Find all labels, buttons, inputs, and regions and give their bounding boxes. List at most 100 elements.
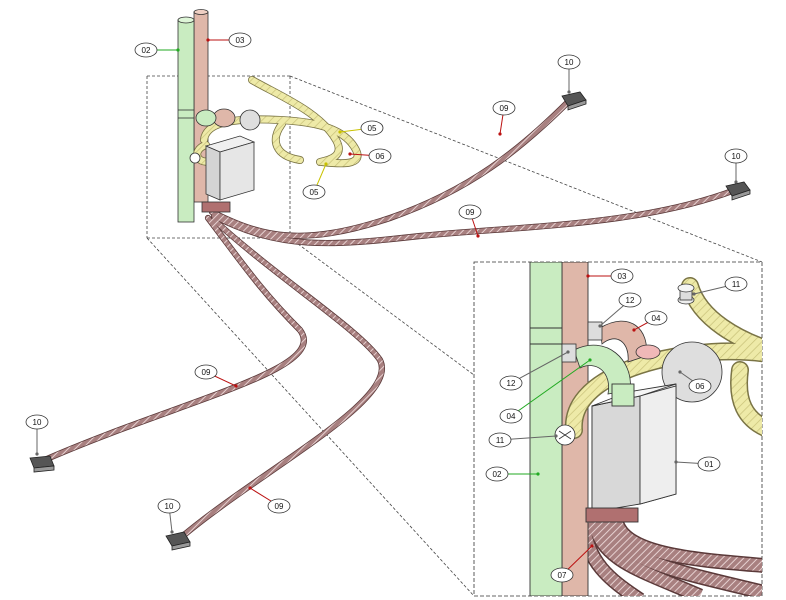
callout-text: 09 xyxy=(466,208,475,217)
callout-bubble xyxy=(458,204,482,220)
callout-bubble xyxy=(134,42,158,58)
callout-text: 05 xyxy=(310,188,319,197)
callout-text: 09 xyxy=(500,104,509,113)
callout-dtag-07: 07 xyxy=(550,567,574,583)
flex-ducts-detail xyxy=(576,517,762,596)
leader-tip-tag-10b xyxy=(734,180,738,184)
callout-tag-10b: 10 xyxy=(724,148,748,164)
callout-dtag-12a: 12 xyxy=(618,292,642,308)
callout-bubble xyxy=(368,148,392,164)
callout-bubble xyxy=(360,120,384,136)
leader-dtag-04b xyxy=(510,359,591,417)
callout-text: 09 xyxy=(202,368,211,377)
leader-tip-dtag-12a xyxy=(598,324,602,328)
terminal-box-icon xyxy=(725,181,751,201)
callout-dtag-06: 06 xyxy=(688,378,712,394)
callout-text: 12 xyxy=(507,379,516,388)
leader-tip-dtag-12b xyxy=(566,350,570,354)
callout-dtag-12b: 12 xyxy=(499,375,523,391)
mvhr-unit xyxy=(585,383,677,523)
callout-tag-09c: 09 xyxy=(194,364,218,380)
callout-bubble xyxy=(688,378,712,394)
leader-tip-tag-10c xyxy=(35,452,39,456)
callout-bubble xyxy=(488,432,512,448)
callout-bubble xyxy=(492,100,516,116)
leader-tip-dtag-02 xyxy=(536,472,540,476)
callout-bubble xyxy=(610,268,634,284)
leader-tip-tag-10d xyxy=(170,530,174,534)
callout-dtag-04a: 04 xyxy=(644,310,668,326)
callout-bubble xyxy=(267,498,291,514)
callout-bubble xyxy=(644,310,668,326)
leader-tip-tag-09d xyxy=(248,486,252,490)
leader-tip-tag-02 xyxy=(176,48,180,52)
leader-tip-tag-05a xyxy=(338,130,342,134)
leader-tip-tag-09b xyxy=(476,234,480,238)
leader-tip-dtag-11a xyxy=(692,292,696,296)
callout-dtag-02: 02 xyxy=(485,466,509,482)
terminal-box-icon xyxy=(165,531,191,551)
leader-tip-tag-03 xyxy=(206,38,210,42)
callout-text: 10 xyxy=(165,502,174,511)
callout-dtag-11a: 11 xyxy=(724,276,748,292)
louvre-grille-icon xyxy=(554,424,576,446)
callout-bubble xyxy=(25,414,49,430)
leader-tip-dtag-07 xyxy=(590,544,594,548)
callout-bubble xyxy=(557,54,581,70)
mvhr-unit-overview xyxy=(189,108,261,213)
callout-bubble xyxy=(618,292,642,308)
callout-tag-10d: 10 xyxy=(157,498,181,514)
callout-text: 04 xyxy=(507,412,516,421)
callout-bubble xyxy=(157,498,181,514)
callout-tag-09a: 09 xyxy=(492,100,516,116)
callout-tag-02: 02 xyxy=(134,42,158,58)
callout-text: 10 xyxy=(565,58,574,67)
callout-dtag-04b: 04 xyxy=(499,408,523,424)
callout-text: 07 xyxy=(558,571,567,580)
callout-bubble xyxy=(499,375,523,391)
detail-view xyxy=(473,261,763,597)
callout-text: 06 xyxy=(376,152,385,161)
callout-bubble xyxy=(724,276,748,292)
callout-bubble xyxy=(194,364,218,380)
louvre-grille-icon xyxy=(189,152,201,164)
callout-bubble xyxy=(228,32,252,48)
overview-group xyxy=(29,9,763,597)
callout-text: 10 xyxy=(732,152,741,161)
leader-tip-dtag-03 xyxy=(586,274,590,278)
callout-tag-06: 06 xyxy=(368,148,392,164)
callout-text: 03 xyxy=(236,36,245,45)
terminal-box-icon xyxy=(29,455,55,473)
callout-tag-05b: 05 xyxy=(302,184,326,200)
flex-ducts-overview xyxy=(36,96,739,544)
callout-text: 03 xyxy=(618,272,627,281)
callout-tag-05a: 05 xyxy=(360,120,384,136)
callout-tag-10c: 10 xyxy=(25,414,49,430)
callout-dtag-11b: 11 xyxy=(488,432,512,448)
leader-tip-tag-09c xyxy=(234,384,238,388)
callout-bubble xyxy=(302,184,326,200)
callout-bubble xyxy=(499,408,523,424)
leader-tip-dtag-06 xyxy=(678,370,682,374)
leader-tip-dtag-04b xyxy=(588,358,592,362)
leader-dtag-12b xyxy=(510,351,569,384)
valve-top xyxy=(677,283,695,305)
callout-text: 01 xyxy=(705,460,714,469)
leader-tip-tag-10a xyxy=(567,90,571,94)
elbow-fittings xyxy=(561,320,723,403)
callout-text: 06 xyxy=(696,382,705,391)
callout-text: 10 xyxy=(33,418,42,427)
callout-bubble xyxy=(697,456,721,472)
callout-text: 11 xyxy=(496,436,505,445)
leader-tip-dtag-04a xyxy=(632,328,636,332)
callout-text: 09 xyxy=(275,502,284,511)
leader-tip-tag-05b xyxy=(324,162,328,166)
callout-bubble xyxy=(485,466,509,482)
callout-tag-09b: 09 xyxy=(458,204,482,220)
terminal-box-icon xyxy=(561,91,587,111)
callout-tag-03: 03 xyxy=(228,32,252,48)
callout-bubble xyxy=(550,567,574,583)
callout-dtag-03: 03 xyxy=(610,268,634,284)
